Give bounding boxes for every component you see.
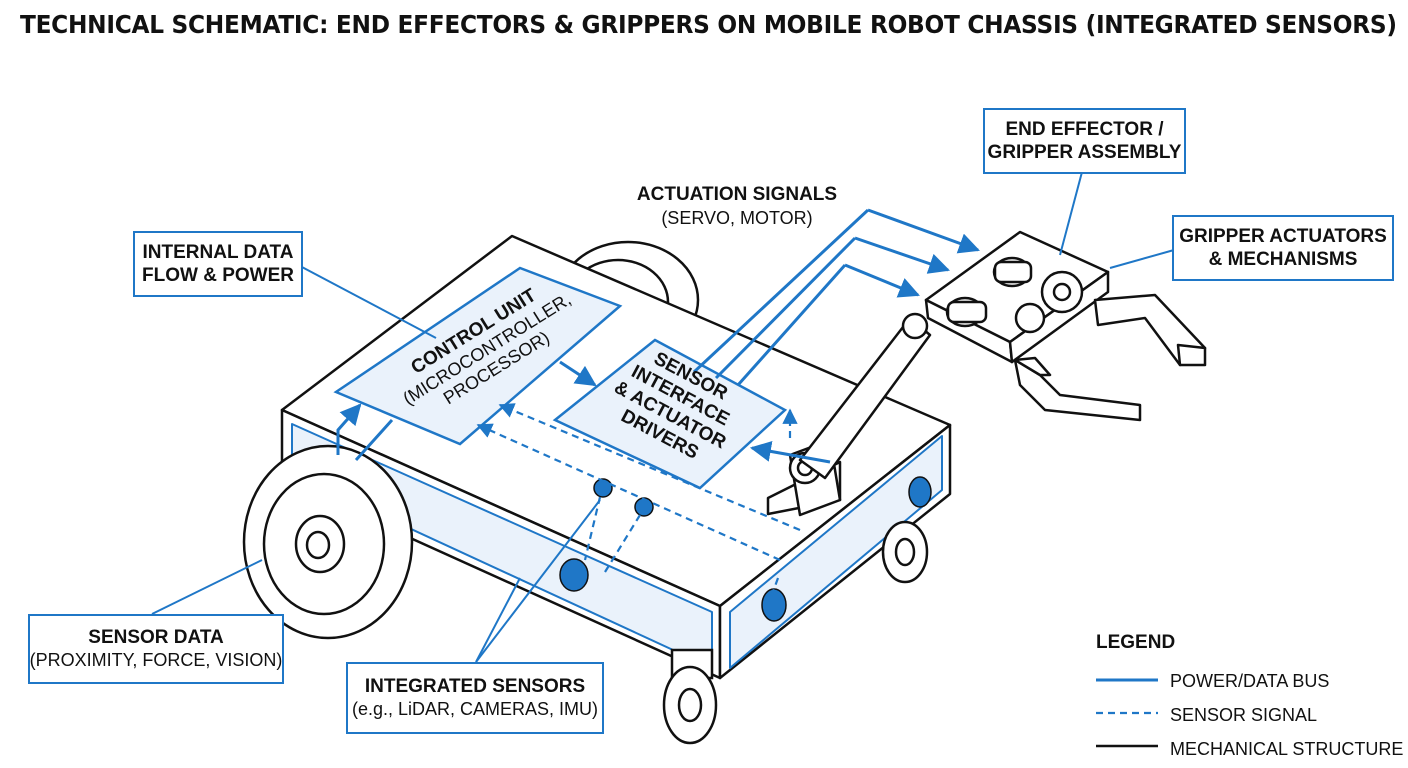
sensor-data-sub: (PROXIMITY, FORCE, VISION) (29, 649, 283, 670)
callout-gripper-actuators-line1: GRIPPER ACTUATORS (1179, 225, 1387, 247)
legend-item-signal-label: SENSOR SIGNAL (1170, 704, 1318, 725)
power-data-bus (336, 208, 980, 464)
callout-end-effector-line2: GRIPPER ASSEMBLY (987, 142, 1182, 163)
legend-title: LEGEND (1096, 632, 1176, 653)
legend-item-structure: MECHANICAL STRUCTURE (1096, 732, 1406, 766)
gripper-assembly (924, 230, 1207, 422)
sensor-signals (476, 403, 801, 601)
callout-internal-data-flow-line1: INTERNAL DATA (142, 241, 294, 263)
caster-right (881, 520, 929, 584)
legend-item-signal: SENSOR SIGNAL (1096, 698, 1406, 732)
legend-swatches (1096, 678, 1158, 748)
sensor-dots (559, 476, 932, 622)
callout-end-effector: END EFFECTOR / GRIPPER ASSEMBLY (983, 108, 1186, 174)
sensor-data-title: SENSOR DATA (88, 627, 224, 649)
control-unit-box (333, 266, 623, 446)
callout-gripper-actuators-line2: & MECHANISMS (1208, 249, 1358, 270)
actuation-signals-title: ACTUATION SIGNALS (636, 184, 838, 205)
integrated-sensors-sub: (e.g., LiDAR, CAMERAS, IMU) (351, 698, 599, 719)
callout-integrated-sensors: INTEGRATED SENSORS (e.g., LiDAR, CAMERAS… (346, 662, 604, 734)
legend-item-bus: POWER/DATA BUS (1096, 664, 1406, 698)
legend-item-bus-label: POWER/DATA BUS (1170, 670, 1330, 691)
robot-arm (766, 312, 932, 517)
callout-gripper-actuators: GRIPPER ACTUATORS & MECHANISMS (1172, 215, 1394, 281)
leader-lines (151, 171, 1175, 663)
actuation-signals-sub: (SERVO, MOTOR) (661, 207, 813, 228)
page-title: TECHNICAL SCHEMATIC: END EFFECTORS & GRI… (20, 10, 1397, 39)
callout-sensor-data: SENSOR DATA (PROXIMITY, FORCE, VISION) (28, 614, 284, 684)
front-wheel (242, 444, 414, 640)
legend: LEGEND POWER/DATA BUS SENSOR SIGNAL MECH… (1096, 632, 1406, 766)
legend-item-structure-label: MECHANICAL STRUCTURE (1170, 738, 1404, 759)
caster-front (662, 648, 718, 745)
callout-internal-data-flow: INTERNAL DATA FLOW & POWER (133, 231, 303, 297)
label-actuation-signals: ACTUATION SIGNALS (SERVO, MOTOR) (632, 183, 842, 229)
callout-internal-data-flow-line2: FLOW & POWER (142, 265, 294, 286)
integrated-sensors-title: INTEGRATED SENSORS (364, 676, 586, 698)
callout-end-effector-line1: END EFFECTOR / (1005, 118, 1164, 140)
